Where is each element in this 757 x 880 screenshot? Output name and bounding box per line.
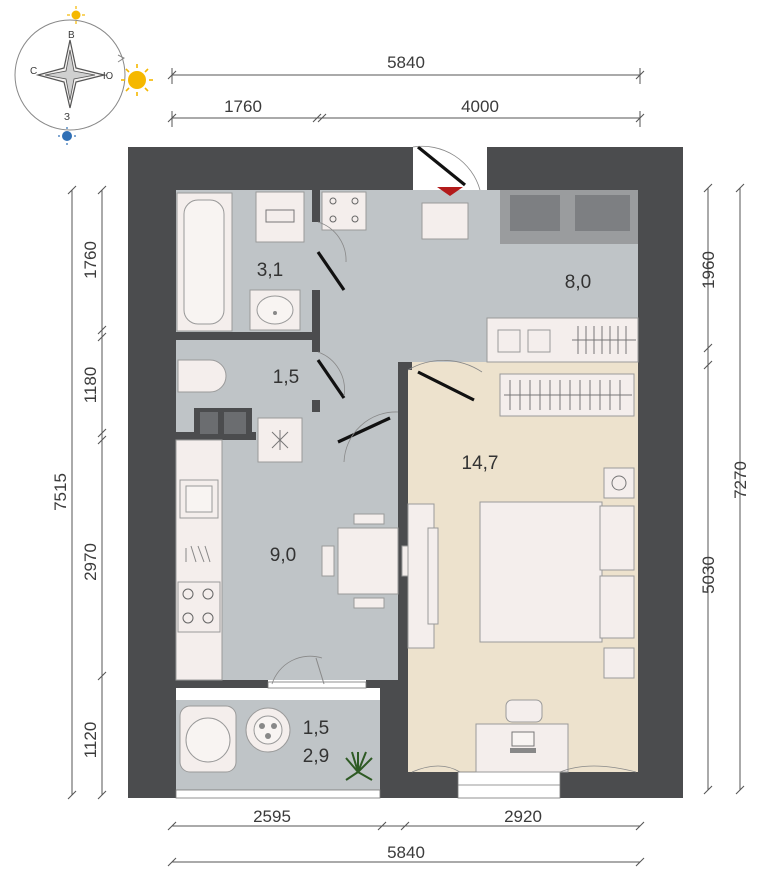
dim-left-total: 7515 [51,473,70,511]
area-bedroom: 14,7 [462,453,499,474]
compass-arrow-icon [117,54,125,63]
dim-left-4: 1120 [81,722,100,759]
area-bathroom: 3,1 [257,260,283,281]
dim-left-1: 1760 [81,241,100,279]
curtain-right [559,765,637,773]
entrance-door [412,145,487,196]
dim-top-total: 5840 [387,53,425,72]
desk-chair [505,699,543,723]
curtain-left [411,765,461,773]
moon-icon [58,127,76,145]
dim-right-total: 7270 [731,461,750,499]
dim-bottom-left: 2595 [253,807,291,826]
bathroom: 3,1 [176,191,347,332]
compass-east: В [68,30,75,41]
chair-bottom [353,597,385,609]
hall-shelf [421,202,469,240]
hob-icon [177,581,221,633]
kitchen: 9,0 [175,408,415,681]
laptop-icon [511,731,535,747]
dim-bottom-total: 5840 [387,843,425,862]
plant-icon [345,751,373,781]
stove-icon [321,191,367,231]
dim-right-2: 5030 [699,556,718,594]
dim-right-1: 1960 [699,251,718,289]
area-kitchen: 9,0 [270,545,296,566]
tv-icon [427,527,439,625]
windows [129,681,561,799]
area-balcony-2: 2,9 [303,746,329,767]
balcony-door-swing [271,655,323,685]
hallway-furniture: 8,0 [321,190,639,363]
left-dimensions: 7515 1760 1180 2970 1120 [51,185,107,800]
hanger-rack-icon [572,326,636,354]
toilet-icon [177,359,227,393]
area-wc: 1,5 [273,367,299,388]
compass: С В Ю З [14,6,153,145]
bottom-dimensions: 2595 2920 5840 [167,807,645,867]
kitchen-table [337,527,399,595]
pillow-top [599,505,635,571]
pillow-bottom [599,575,635,639]
nightstand-top [603,467,635,499]
utensils-icon [185,545,211,563]
wardrobe-hangers-icon [504,380,632,410]
entrance-marker-icon [437,187,463,196]
bedroom: 14,7 [407,360,637,773]
compass-south: Ю [103,71,113,82]
washing-machine-icon [255,191,305,243]
wc: 1,5 [177,351,346,399]
area-hallway: 8,0 [565,272,591,293]
right-dimensions: 1960 5030 7270 [699,183,750,795]
area-balcony-1: 1,5 [303,718,329,739]
dim-left-3: 2970 [81,543,100,581]
sun-small-icon [67,6,85,24]
compass-west: З [64,112,70,123]
kitchen-counter [175,439,223,681]
chair-left [321,545,335,577]
dim-left-2: 1180 [81,367,100,404]
compass-ring [14,19,126,131]
dim-bottom-right: 2920 [504,807,542,826]
bed-icon [479,501,603,643]
nightstand-bottom [603,647,635,679]
chair-top [353,513,385,525]
compass-north: С [30,66,37,77]
dim-top-left: 1760 [224,97,262,116]
balcony: 1,5 2,9 [179,705,373,781]
dim-top-right: 4000 [461,97,499,116]
top-dimensions: 5840 1760 4000 [167,53,645,127]
sun-icon [121,64,153,96]
